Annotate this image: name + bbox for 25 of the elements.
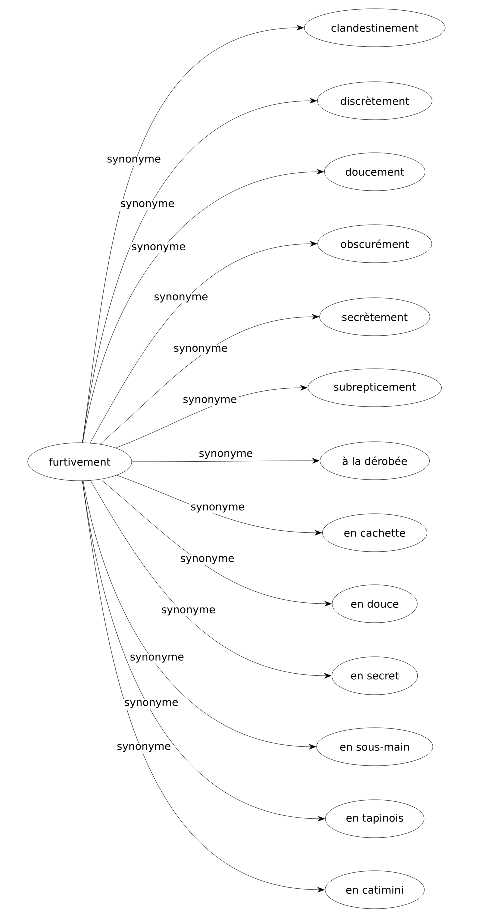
edge-label: synonyme	[130, 654, 184, 663]
edge-label: synonyme	[121, 201, 174, 210]
arrow	[82, 98, 318, 444]
arrow	[100, 314, 320, 445]
arrow	[100, 479, 332, 607]
arrow	[82, 480, 325, 893]
arrow	[90, 480, 332, 679]
edge-label: synonyme	[184, 397, 237, 406]
edge-label: synonyme	[181, 556, 234, 564]
arrow	[82, 169, 324, 444]
edge-label: synonyme	[118, 744, 171, 752]
edge-label: synonyme	[200, 451, 253, 460]
arrow	[90, 241, 318, 444]
edge-label: synonyme	[154, 294, 208, 303]
arrow	[116, 475, 322, 536]
edge-label: synonyme	[162, 608, 216, 616]
arrow	[132, 458, 320, 464]
edge-label: synonyme	[132, 244, 186, 253]
edge-label: synonyme	[125, 700, 178, 708]
arrow	[83, 480, 316, 750]
edge-label: synonyme	[191, 504, 244, 513]
arrow	[82, 480, 326, 822]
arrow	[116, 385, 308, 448]
edge-label: synonyme	[108, 156, 161, 165]
edge-label: synonyme	[174, 346, 228, 354]
